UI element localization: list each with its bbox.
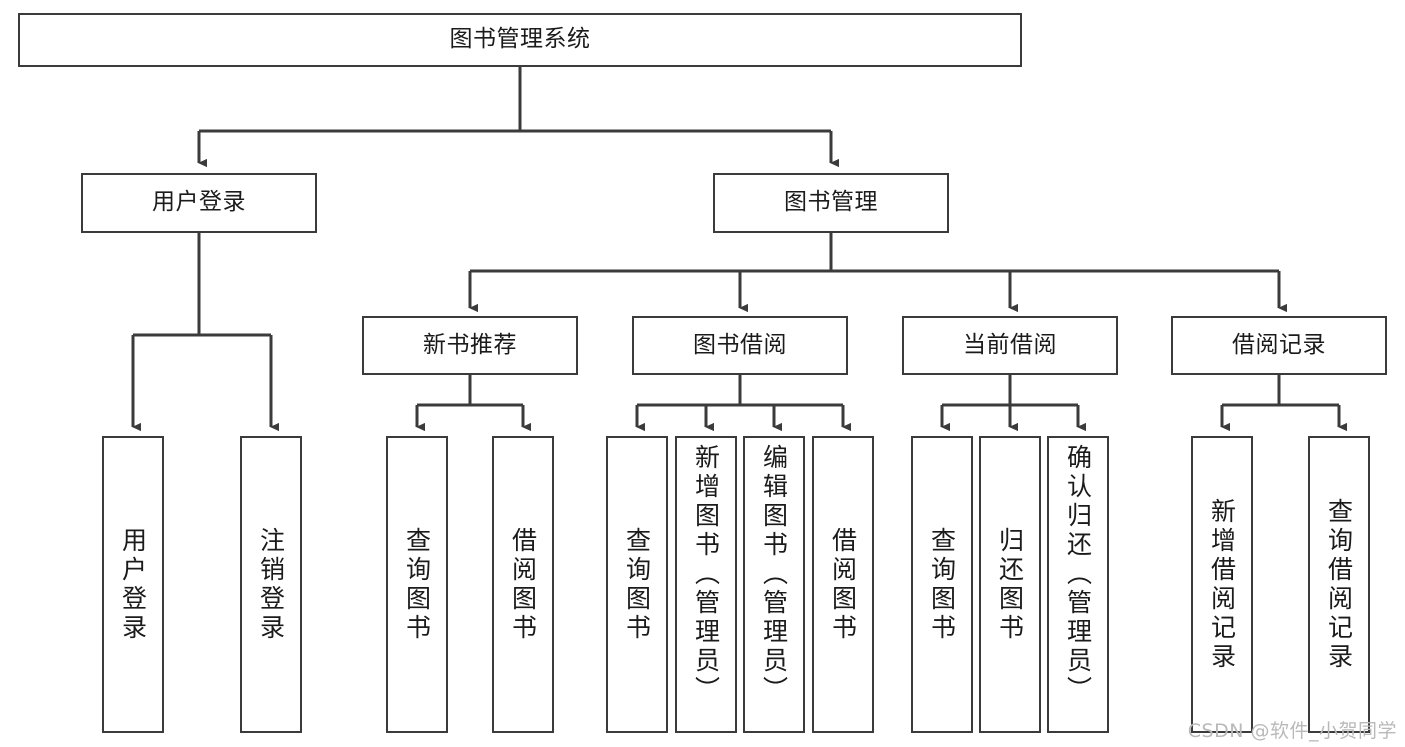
- node-label: 注销登录: [256, 526, 286, 643]
- node-label: 图书管理系统: [449, 26, 591, 53]
- node-label: 新书推荐: [423, 331, 517, 358]
- node-book-management[interactable]: 图书管理: [713, 173, 949, 233]
- node-new-book-recommend[interactable]: 新书推荐: [362, 316, 578, 375]
- leaf-confirm-return-admin[interactable]: 确认归还（管理员）: [1047, 436, 1109, 733]
- node-label: 编辑图书（管理员）: [759, 444, 789, 705]
- node-current-borrow[interactable]: 当前借阅: [902, 316, 1118, 375]
- node-book-borrow[interactable]: 图书借阅: [632, 316, 848, 375]
- leaf-query-book-recommend[interactable]: 查询图书: [386, 436, 448, 733]
- leaf-query-borrow-record[interactable]: 查询借阅记录: [1308, 436, 1370, 733]
- node-label: 借阅图书: [828, 526, 858, 643]
- node-label: 查询图书: [927, 526, 957, 643]
- leaf-add-borrow-record[interactable]: 新增借阅记录: [1191, 436, 1253, 733]
- leaf-query-book-borrow[interactable]: 查询图书: [606, 436, 668, 733]
- node-label: 图书管理: [784, 189, 878, 216]
- node-label: 借阅图书: [508, 526, 538, 643]
- node-label: 查询图书: [402, 526, 432, 643]
- node-label: 新增借阅记录: [1207, 497, 1237, 672]
- watermark-text: CSDN @软件_小贺同学: [1187, 720, 1397, 742]
- node-label: 新增图书（管理员）: [691, 444, 721, 705]
- leaf-edit-book-admin[interactable]: 编辑图书（管理员）: [743, 436, 805, 733]
- leaf-return-book[interactable]: 归还图书: [979, 436, 1041, 733]
- node-label: 当前借阅: [963, 331, 1057, 358]
- node-label: 用户登录: [152, 189, 246, 216]
- leaf-add-book-admin[interactable]: 新增图书（管理员）: [675, 436, 737, 733]
- node-label: 图书借阅: [693, 331, 787, 358]
- node-label: 确认归还（管理员）: [1063, 444, 1093, 705]
- node-label: 查询借阅记录: [1324, 497, 1354, 672]
- node-label: 借阅记录: [1232, 331, 1326, 358]
- leaf-user-login[interactable]: 用户登录: [102, 436, 164, 733]
- leaf-borrow-book[interactable]: 借阅图书: [812, 436, 874, 733]
- leaf-query-book-current[interactable]: 查询图书: [911, 436, 973, 733]
- node-label: 查询图书: [622, 526, 652, 643]
- node-label: 归还图书: [995, 526, 1025, 643]
- leaf-borrow-book-recommend[interactable]: 借阅图书: [492, 436, 554, 733]
- node-borrow-record[interactable]: 借阅记录: [1171, 316, 1387, 375]
- leaf-logout[interactable]: 注销登录: [240, 436, 302, 733]
- node-root-system[interactable]: 图书管理系统: [18, 13, 1022, 67]
- node-label: 用户登录: [118, 526, 148, 643]
- node-user-login[interactable]: 用户登录: [81, 173, 317, 233]
